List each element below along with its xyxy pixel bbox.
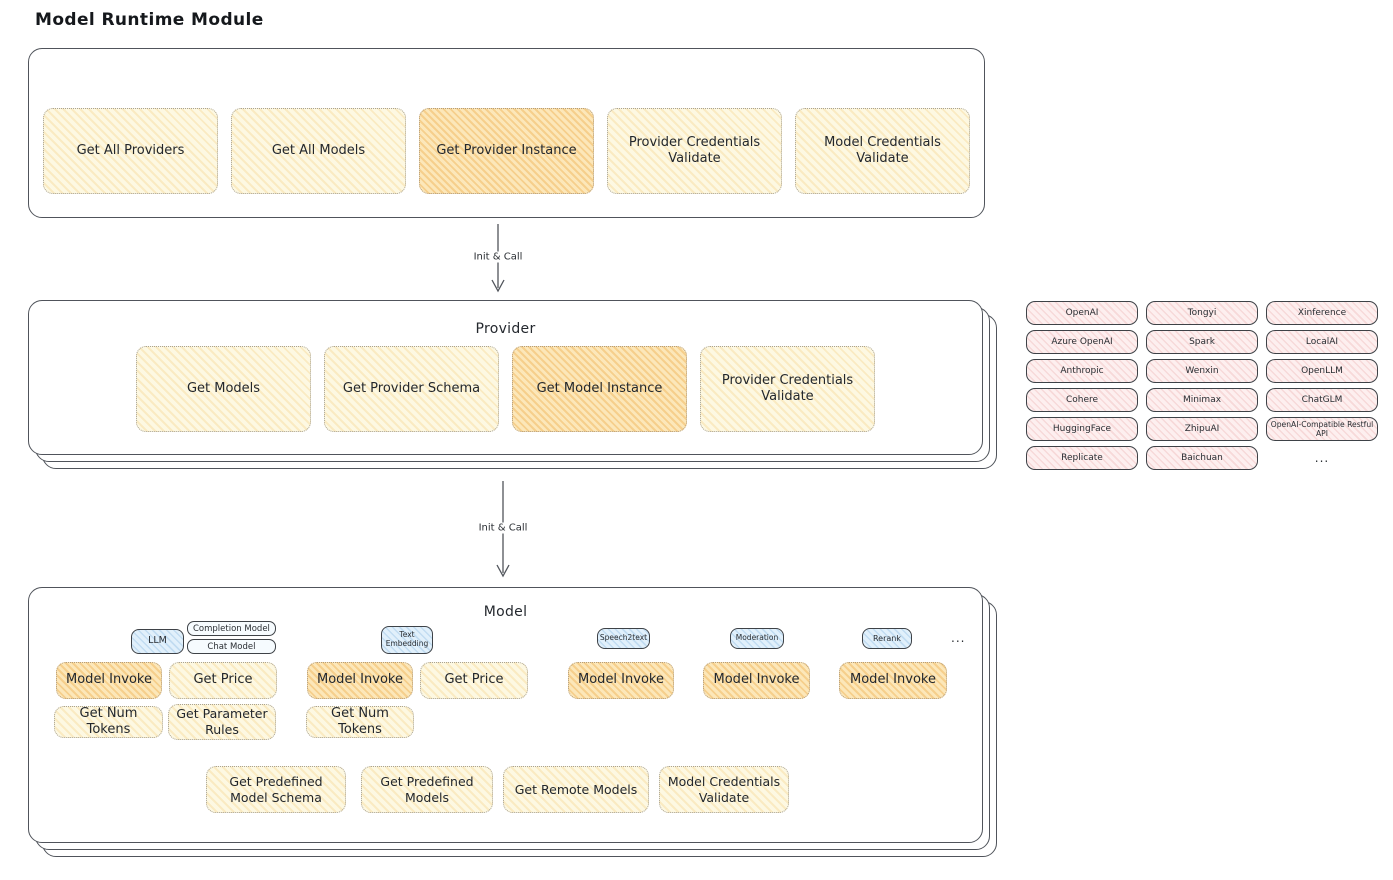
model-get-predefined-models: Get Predefined Models <box>361 766 493 813</box>
model-box-title: Model <box>483 604 528 620</box>
provider-chip-wenxin: Wenxin <box>1146 359 1258 383</box>
provider-chip-openai-compatible-restful-api: OpenAI-Compatible Restful API <box>1266 417 1378 441</box>
provider-box-title: Provider <box>475 321 536 337</box>
factory-method-get-all-providers: Get All Providers <box>43 108 218 194</box>
text-embedding-get-num-tokens: Get Num Tokens <box>306 706 414 738</box>
provider-box: Provider Get Models Get Provider Schema … <box>28 300 983 455</box>
provider-method-get-models: Get Models <box>136 346 311 432</box>
factory-method-get-all-models: Get All Models <box>231 108 406 194</box>
provider-chip-cohere: Cohere <box>1026 388 1138 412</box>
provider-chip-anthropic: Anthropic <box>1026 359 1138 383</box>
speech2text-model-invoke: Model Invoke <box>568 662 674 699</box>
model-box: Model LLM Completion Model Chat Model Te… <box>28 587 983 843</box>
llm-get-parameter-rules: Get Parameter Rules <box>168 704 276 740</box>
model-get-remote-models: Get Remote Models <box>503 766 649 813</box>
provider-chip-azure-openai: Azure OpenAI <box>1026 330 1138 354</box>
tag-moderation: Moderation <box>730 628 784 649</box>
model-get-predefined-model-schema: Get Predefined Model Schema <box>206 766 346 813</box>
arrow-label-init-call-top: Init & Call <box>469 251 527 263</box>
provider-chip-xinference: Xinference <box>1266 301 1378 325</box>
tag-text-embedding: Text Embedding <box>381 626 433 654</box>
provider-method-get-provider-schema: Get Provider Schema <box>324 346 499 432</box>
llm-model-invoke: Model Invoke <box>56 662 162 699</box>
factory-method-model-credentials-validate: Model Credentials Validate <box>795 108 970 194</box>
tag-llm: LLM <box>131 629 184 654</box>
provider-chip-tongyi: Tongyi <box>1146 301 1258 325</box>
factory-method-get-provider-instance: Get Provider Instance <box>419 108 594 194</box>
page-title: Model Runtime Module <box>35 10 264 30</box>
provider-chip-localai: LocalAI <box>1266 330 1378 354</box>
provider-methods-row: Get Models Get Provider Schema Get Model… <box>29 346 982 432</box>
provider-chip-replicate: Replicate <box>1026 446 1138 470</box>
llm-subtags: Completion Model Chat Model <box>187 621 276 654</box>
tag-speech2text: Speech2text <box>597 628 650 649</box>
factory-methods-row: Get All Providers Get All Models Get Pro… <box>29 108 984 194</box>
model-credentials-validate: Model Credentials Validate <box>659 766 789 813</box>
tag-rerank: Rerank <box>862 628 912 649</box>
arrow-label-init-call-bottom: Init & Call <box>474 522 532 534</box>
factory-box: Model Provider Factory Get All Providers… <box>28 48 985 218</box>
text-embedding-get-price: Get Price <box>420 662 528 699</box>
factory-method-provider-credentials-validate: Provider Credentials Validate <box>607 108 782 194</box>
provider-chip-openai: OpenAI <box>1026 301 1138 325</box>
provider-chip-zhipuai: ZhipuAI <box>1146 417 1258 441</box>
provider-chip-openllm: OpenLLM <box>1266 359 1378 383</box>
tag-chat-model: Chat Model <box>187 639 276 654</box>
tag-completion-model: Completion Model <box>187 621 276 636</box>
llm-get-num-tokens: Get Num Tokens <box>54 706 163 738</box>
model-types-ellipsis: ... <box>951 631 966 645</box>
provider-chip-minimax: Minimax <box>1146 388 1258 412</box>
provider-chip-huggingface: HuggingFace <box>1026 417 1138 441</box>
provider-chip-chatglm: ChatGLM <box>1266 388 1378 412</box>
provider-method-provider-credentials-validate: Provider Credentials Validate <box>700 346 875 432</box>
provider-chip-spark: Spark <box>1146 330 1258 354</box>
provider-list-ellipsis: ... <box>1314 451 1330 465</box>
provider-method-get-model-instance: Get Model Instance <box>512 346 687 432</box>
provider-chip-baichuan: Baichuan <box>1146 446 1258 470</box>
rerank-model-invoke: Model Invoke <box>839 662 947 699</box>
llm-get-price: Get Price <box>169 662 277 699</box>
text-embedding-model-invoke: Model Invoke <box>307 662 413 699</box>
provider-list-grid: OpenAI Tongyi Xinference Azure OpenAI Sp… <box>1026 301 1378 470</box>
moderation-model-invoke: Model Invoke <box>703 662 810 699</box>
